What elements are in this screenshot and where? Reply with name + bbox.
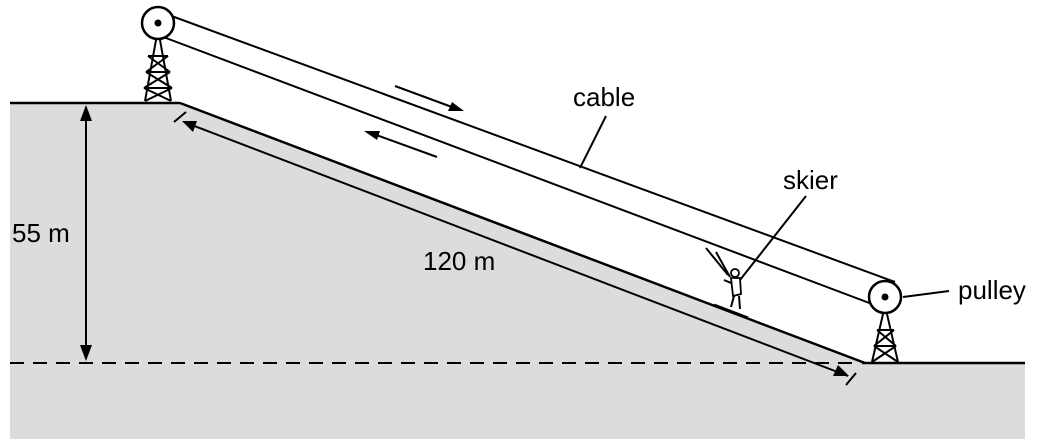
skier-label: skier bbox=[783, 165, 838, 195]
pulley-leader-line bbox=[902, 290, 950, 298]
pulley-label: pulley bbox=[958, 275, 1026, 305]
top-pylon-tower-icon bbox=[143, 39, 173, 102]
slope-length-arrow-icon bbox=[173, 111, 857, 386]
cable-label: cable bbox=[573, 82, 635, 112]
cable-direction-arrow-down-icon bbox=[364, 131, 438, 158]
cable-direction-arrow-up-icon bbox=[394, 85, 464, 111]
skier-figure-icon bbox=[705, 247, 749, 320]
top-pulley-wheel-icon bbox=[140, 5, 176, 41]
cable-leader-line bbox=[579, 115, 607, 169]
bottom-pylon-tower-icon bbox=[871, 313, 899, 363]
hill-ground bbox=[10, 103, 1025, 439]
slope-length-label: 120 m bbox=[423, 246, 495, 276]
slope-surface bbox=[179, 101, 866, 365]
bottom-pulley-wheel-icon bbox=[867, 279, 903, 315]
height-arrow-icon bbox=[80, 105, 92, 361]
cable bbox=[157, 10, 896, 308]
skier-leader-line bbox=[739, 195, 807, 281]
height-label: 55 m bbox=[12, 218, 70, 248]
